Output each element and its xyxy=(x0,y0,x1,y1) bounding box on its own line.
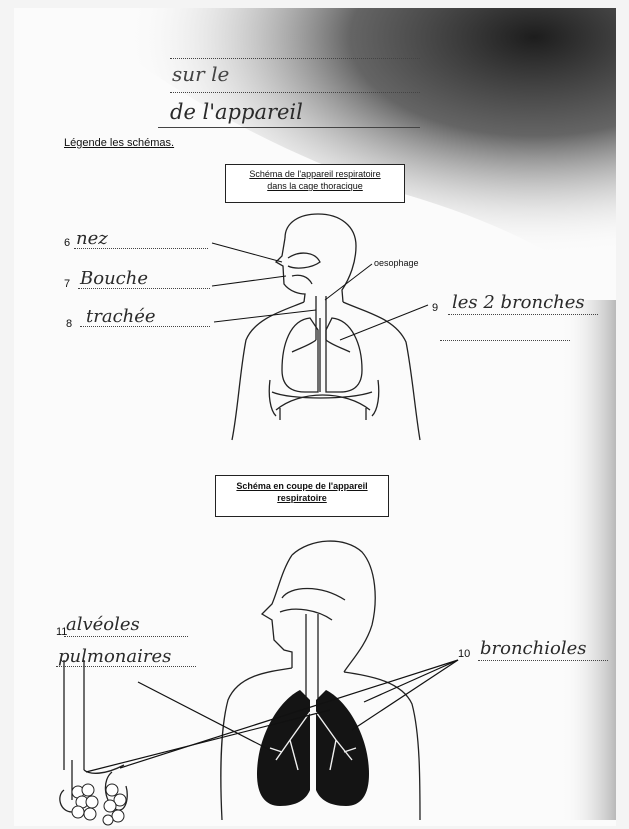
item11-line-2 xyxy=(56,666,196,667)
item11-line-1 xyxy=(64,636,188,637)
item11-answer-line2: pulmonaires xyxy=(58,646,171,667)
item10-number: 10 xyxy=(458,648,470,660)
item10-answer: bronchioles xyxy=(480,638,586,659)
item10-line xyxy=(478,660,608,661)
item11-answer-line1: alvéoles xyxy=(66,614,140,635)
